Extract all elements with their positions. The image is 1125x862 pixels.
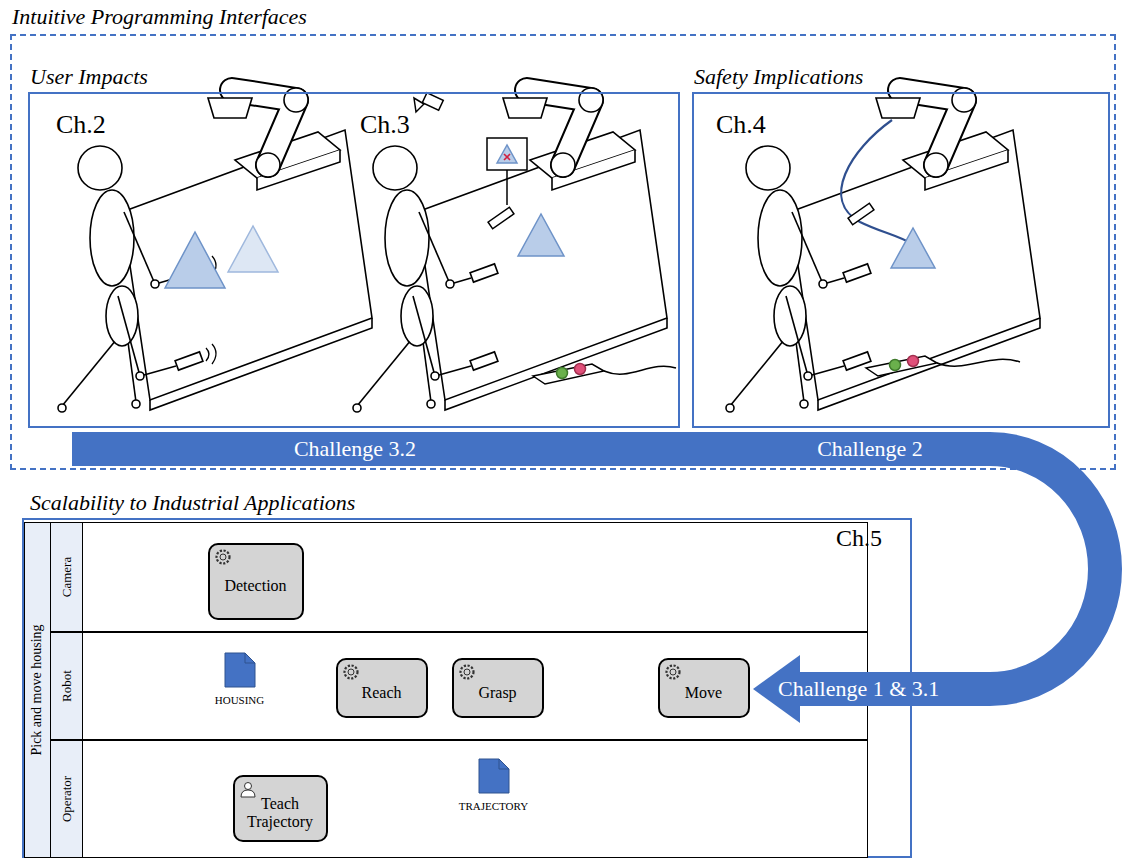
- task-label: Detection: [210, 567, 302, 595]
- bpmn-pool: Detection CameraHOUSING Reach Grasp Move Robo…: [24, 522, 868, 858]
- data-object: HOUSING: [224, 652, 256, 688]
- button-board: [866, 356, 937, 376]
- service-task-icon: [664, 663, 682, 681]
- process-box: Grasp: [452, 658, 544, 718]
- chapter-label: Ch.3: [360, 110, 410, 140]
- lane-label: Operator: [59, 775, 75, 821]
- user-task-icon: [239, 780, 257, 798]
- data-object-icon: [224, 652, 256, 688]
- chapter-label: Ch.4: [716, 110, 766, 140]
- challenge-label: Challenge 2: [817, 436, 923, 462]
- service-task-icon: [458, 663, 476, 681]
- process-box: Move: [658, 658, 750, 718]
- task-label: Move: [660, 674, 748, 702]
- challenge-label: Challenge 3.2: [294, 436, 416, 462]
- cable: [604, 366, 676, 374]
- pen-device: [848, 203, 874, 224]
- blue-triangle: [165, 232, 225, 288]
- screen-post: [506, 170, 508, 205]
- chapter-label: Ch.5: [836, 524, 882, 552]
- bpmn-lane: TRAJECTORY Teach Trajectory Operator: [50, 740, 868, 858]
- service-task-icon: [342, 663, 360, 681]
- trajectory-path: [841, 120, 912, 244]
- process-box: Reach: [336, 658, 428, 718]
- lane-label: Camera: [59, 556, 75, 596]
- pen-device: [488, 207, 514, 228]
- pool-label: Pick and move housing: [29, 624, 45, 755]
- process-box: Detection: [208, 543, 304, 620]
- challenge-arrow: [72, 449, 1105, 689]
- chapter-panel: Safety Implications: [692, 92, 1110, 428]
- blue-triangle: [518, 214, 564, 256]
- challenge-label: Challenge 1 & 3.1: [778, 676, 939, 702]
- task-label: Teach Trajectory: [235, 785, 326, 831]
- cable: [937, 359, 1020, 366]
- service-task-icon: [214, 548, 232, 566]
- chapter-label: Ch.2: [56, 110, 106, 140]
- target-triangle: [228, 226, 278, 272]
- bpmn-lane: HOUSING Reach Grasp Move Robot: [50, 632, 868, 740]
- blue-triangle: [891, 228, 935, 268]
- ch3-scene: [353, 88, 676, 412]
- chapter-panel: User Impacts: [28, 92, 680, 428]
- data-label: HOUSING: [215, 694, 265, 707]
- ch4-scene: [726, 88, 1040, 412]
- screen: [487, 138, 527, 170]
- data-object-icon: [478, 758, 510, 794]
- region-heading: User Impacts: [30, 64, 148, 90]
- lane-label: Robot: [59, 670, 75, 702]
- bpmn-lane: Detection Camera: [50, 522, 868, 632]
- task-label: Grasp: [454, 674, 542, 702]
- task-label: Reach: [338, 674, 426, 702]
- group-region: User ImpactsSafety ImplicationsIntuitive…: [10, 34, 1116, 470]
- region-heading: Scalability to Industrial Applications: [30, 490, 355, 516]
- region-heading: Intuitive Programming Interfaces: [12, 4, 307, 30]
- camera: [422, 93, 443, 111]
- region-heading: Safety Implications: [694, 64, 863, 90]
- button-board: [533, 364, 604, 384]
- data-object: TRAJECTORY: [478, 758, 510, 794]
- process-box: Teach Trajectory: [233, 775, 328, 842]
- data-label: TRAJECTORY: [459, 800, 528, 813]
